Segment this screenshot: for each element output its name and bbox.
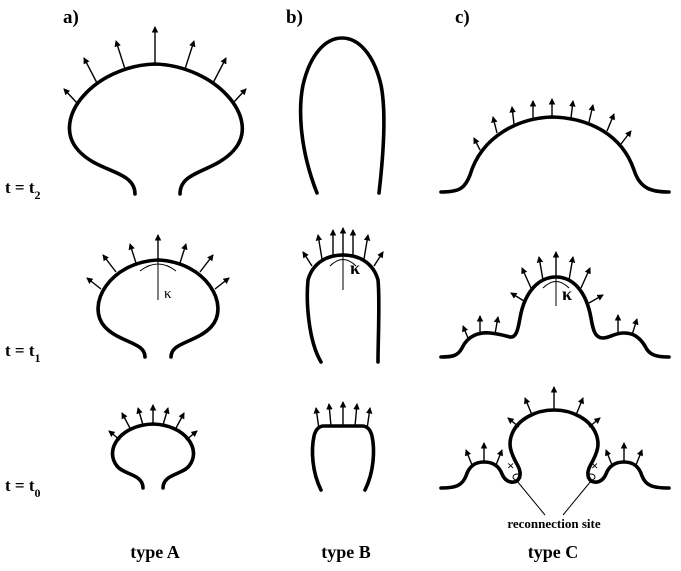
- type-label-a: type A: [130, 542, 180, 562]
- panel-label-b: b): [286, 7, 303, 28]
- type-c-t1-front: κ: [441, 252, 669, 357]
- type-b-t0-front: [312, 402, 373, 490]
- type-b-t2-front: [301, 38, 384, 193]
- time-label-t2: t = t2: [5, 178, 41, 202]
- reconnection-marker-left: ×: [507, 458, 514, 473]
- reconnection-pointer-right: [563, 481, 591, 515]
- type-label-b: type B: [321, 542, 371, 562]
- type-a-t1-front: κ: [87, 235, 229, 357]
- reconnection-site-label: reconnection site: [507, 516, 600, 531]
- type-b-curvature-symbol: κ: [350, 258, 360, 278]
- reconnection-marker-right: ×: [591, 458, 598, 473]
- panel-label-a: a): [63, 7, 79, 28]
- time-label-t0: t = t0: [5, 476, 41, 500]
- type-a-t0-front: [109, 405, 197, 488]
- type-b-t1-front: κ: [303, 228, 383, 362]
- type-c-t2-front: [441, 99, 669, 192]
- type-a-t2-front: [64, 27, 246, 194]
- panel-label-c: c): [455, 7, 470, 28]
- type-label-c: type C: [528, 542, 579, 562]
- type-c-curvature-symbol: κ: [562, 284, 572, 304]
- reconnection-pointer-left: [517, 481, 545, 515]
- type-c-t0-front: × × reconnection site: [441, 387, 669, 531]
- type-a-curvature-symbol: κ: [164, 286, 172, 302]
- time-label-t1: t = t1: [5, 341, 41, 365]
